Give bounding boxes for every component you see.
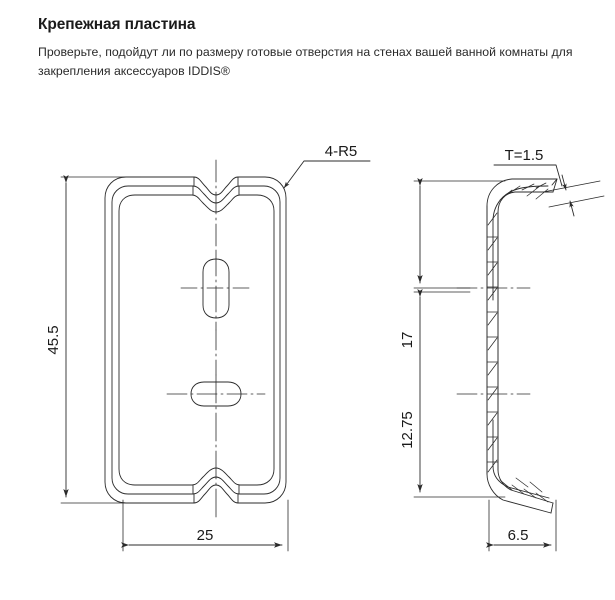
thickness-callout-leader bbox=[493, 164, 605, 217]
dimension-label-height: 45.5 bbox=[45, 325, 62, 354]
page-subtitle: Проверьте, подойдут ли по размеру готовы… bbox=[38, 44, 573, 78]
dimension-width bbox=[121, 499, 289, 552]
dimension-label-width: 25 bbox=[197, 527, 214, 544]
section-hatching bbox=[486, 182, 549, 503]
front-view-outline bbox=[104, 176, 287, 504]
dimension-65 bbox=[486, 499, 557, 552]
header: Крепежная пластина Проверьте, подойдут л… bbox=[38, 16, 586, 81]
side-section-outline bbox=[486, 178, 558, 514]
dimension-height bbox=[60, 175, 142, 504]
dimension-label-1275: 12.75 bbox=[399, 411, 416, 449]
radius-callout-label: 4-R5 bbox=[325, 143, 358, 160]
thickness-callout-label: T=1.5 bbox=[505, 147, 544, 164]
dimension-17 bbox=[413, 178, 506, 289]
page-title: Крепежная пластина bbox=[38, 16, 196, 33]
radius-callout-leader bbox=[283, 160, 371, 189]
upper-slot bbox=[202, 258, 230, 319]
side-view-centerlines bbox=[456, 287, 531, 395]
dimension-1275 bbox=[413, 289, 506, 498]
front-view-centerlines bbox=[166, 159, 266, 521]
dimension-label-17: 17 bbox=[399, 332, 416, 349]
dimension-label-65: 6.5 bbox=[508, 527, 529, 544]
